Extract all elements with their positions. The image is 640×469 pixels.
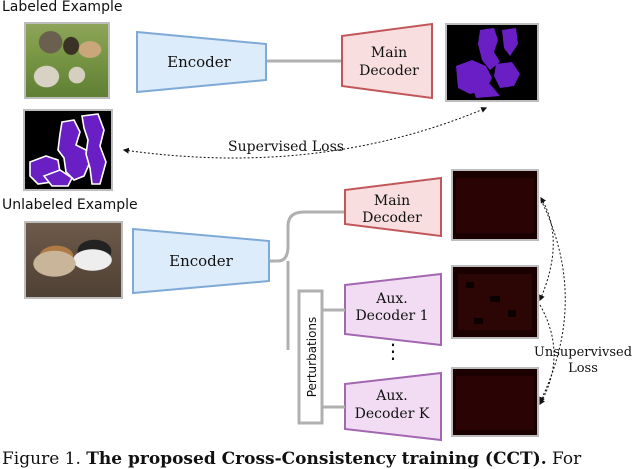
aux-decoder-1-label-2: Decoder 1 xyxy=(355,308,428,324)
predicted-segmentation-aux-1 xyxy=(451,265,539,339)
labeled-input-image xyxy=(24,22,110,99)
unsupervised-loss-arrows xyxy=(539,196,566,406)
main-decoder-top-block xyxy=(341,22,433,100)
aux-decoder-k-label-2: Decoder K xyxy=(355,406,430,422)
caption-prefix: Figure 1. xyxy=(2,449,87,469)
encoder-top-block xyxy=(136,30,267,94)
vertical-ellipsis: ⋮ xyxy=(383,339,403,363)
unlabeled-input-image xyxy=(24,221,123,299)
predicted-segmentation-main xyxy=(451,169,539,241)
labeled-example-label: Labeled Example xyxy=(2,0,123,15)
caption-title: The proposed Cross-Consistency training … xyxy=(86,449,547,469)
main-decoder-bottom-block xyxy=(344,176,442,238)
unsupervised-loss-label-2: Loss xyxy=(568,361,598,376)
perturbations-box xyxy=(297,289,345,425)
encoder-top-label: Encoder xyxy=(167,53,232,71)
main-decoder-top-label-2: Decoder xyxy=(359,63,419,79)
perturbations-label: Perturbations xyxy=(305,317,319,398)
unlabeled-example-label: Unlabeled Example xyxy=(2,197,138,213)
unsupervised-loss-label-1: Unsupervivsed xyxy=(534,345,632,360)
main-decoder-bottom-label-1: Main xyxy=(374,193,410,209)
figure-caption: Figure 1. The proposed Cross-Consistency… xyxy=(2,449,640,469)
encoder-bottom-label: Encoder xyxy=(169,252,234,270)
aux-decoder-1-block xyxy=(344,272,442,347)
predicted-segmentation-labeled xyxy=(445,23,539,102)
main-decoder-bottom-label-2: Decoder xyxy=(362,210,422,226)
connectors xyxy=(265,59,345,350)
aux-decoder-k-label-1: Aux. xyxy=(375,388,407,404)
predicted-segmentation-aux-k xyxy=(451,367,539,437)
supervised-loss-label: Supervised Loss xyxy=(228,139,344,155)
encoder-bottom-block xyxy=(132,227,270,295)
aux-decoder-1-label-1: Aux. xyxy=(375,291,407,307)
caption-suffix: For xyxy=(546,449,582,469)
aux-decoder-k-block xyxy=(344,371,442,442)
ground-truth-mask-image xyxy=(23,109,113,191)
main-decoder-top-label-1: Main xyxy=(371,45,407,61)
supervised-loss-arrow xyxy=(122,107,488,159)
